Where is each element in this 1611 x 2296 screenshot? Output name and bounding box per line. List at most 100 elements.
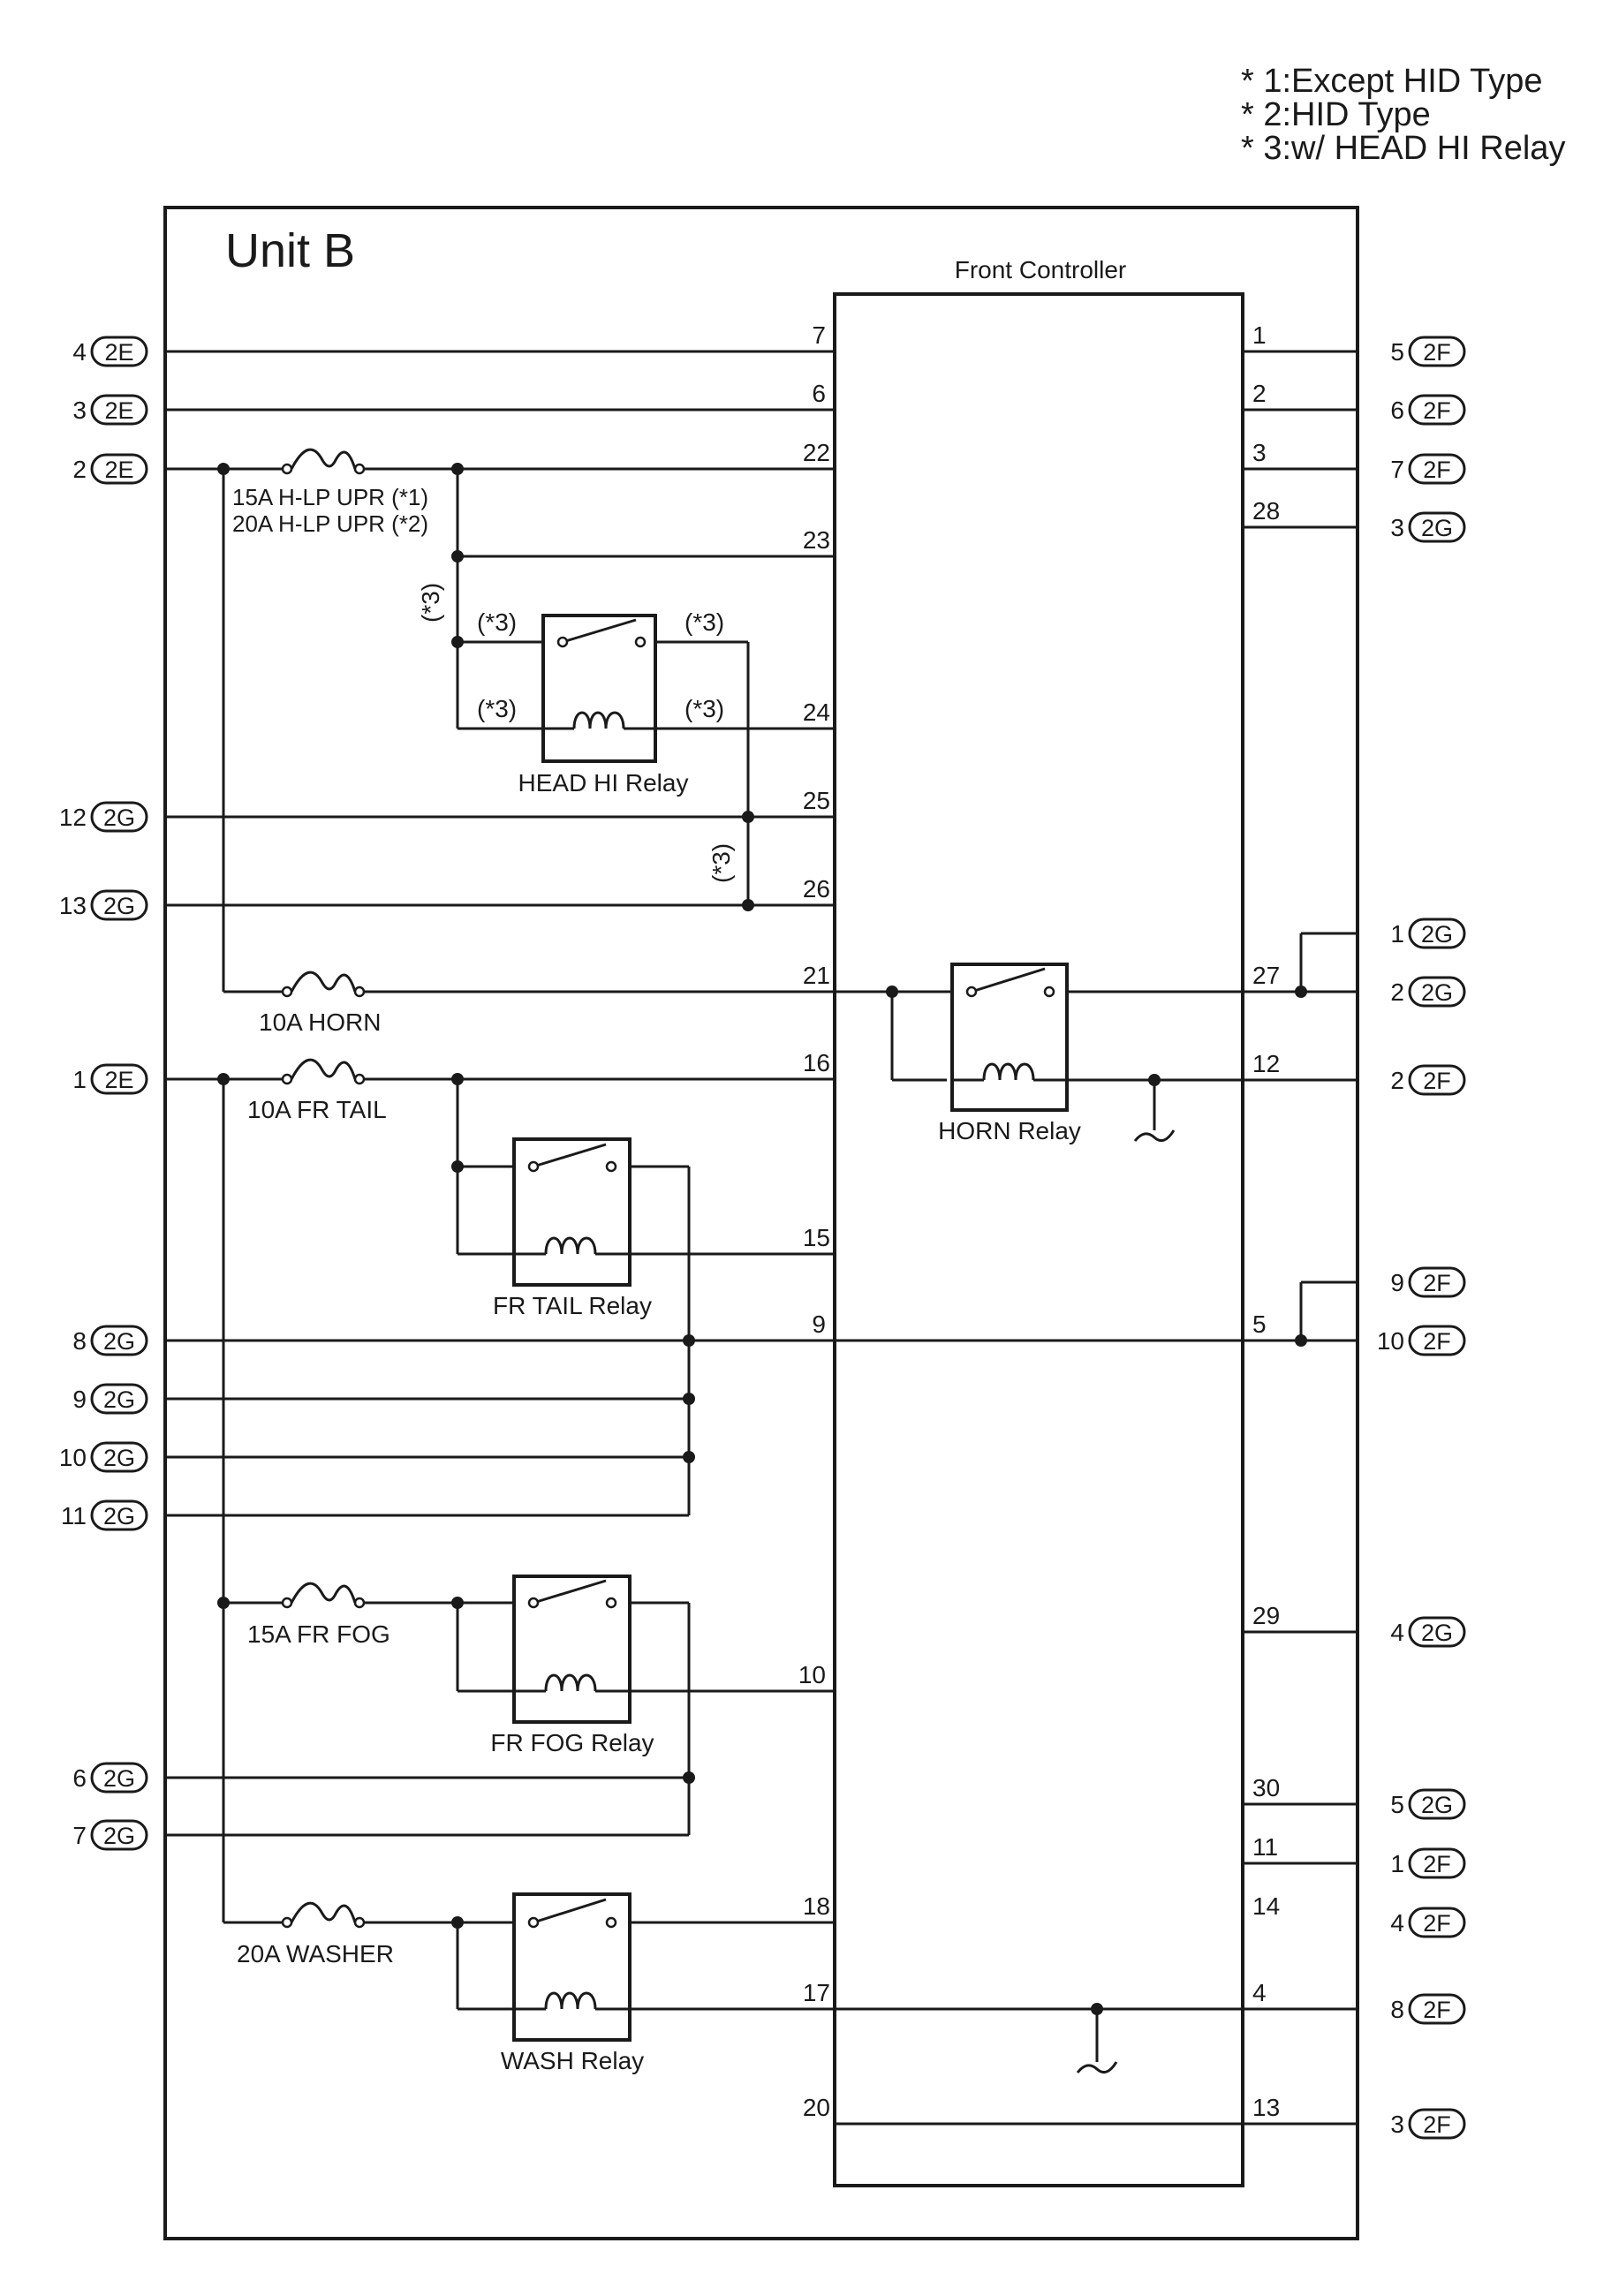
- star3-label: (*3): [477, 608, 517, 636]
- fuse-washer-symbol: [281, 1901, 366, 1929]
- junction-dot: [742, 811, 754, 823]
- connector-id: 2F: [1423, 1910, 1451, 1937]
- connector-id: 2G: [103, 804, 135, 831]
- pin-number: 28: [1252, 497, 1280, 525]
- junction-dot: [451, 636, 464, 648]
- connector-left-6: 8 2G: [72, 1325, 148, 1356]
- fr-tail-relay-label: FR TAIL Relay: [493, 1292, 652, 1319]
- fuse-hlp-upr-1-label: 15A H-LP UPR (*1): [232, 484, 428, 510]
- pin-number: 20: [803, 2094, 830, 2121]
- junction-dot: [451, 550, 464, 563]
- fuse-horn-label: 10A HORN: [259, 1008, 382, 1036]
- connector-id: 2F: [1423, 1328, 1451, 1355]
- junction-dot: [217, 1597, 230, 1609]
- connector-left-5: 1 2E: [72, 1063, 148, 1095]
- connector-pin-number: 9: [72, 1386, 87, 1413]
- connector-id: 2G: [103, 893, 135, 919]
- connector-right-4: 1 2G: [1390, 918, 1466, 949]
- connector-pin-number: 13: [59, 892, 87, 919]
- connector-id: 2G: [103, 1445, 135, 1471]
- connector-left-8: 10 2G: [59, 1441, 148, 1473]
- connector-pin-number: 8: [72, 1327, 87, 1355]
- right-connectors: 5 2F 6 2F 7 2F 3 2G 1 2G 2 2G: [1377, 336, 1466, 2140]
- fuse-fr-tail-symbol: [281, 1058, 366, 1085]
- connector-left-0: 4 2E: [72, 336, 148, 367]
- connector-id: 2G: [103, 1328, 135, 1355]
- horn-relay: HORN Relay: [938, 963, 1081, 1144]
- connector-id: 2G: [103, 1823, 135, 1849]
- connector-pin-number: 3: [1390, 2111, 1404, 2138]
- fuse-hlp-upr-symbol: [281, 448, 366, 475]
- fuse-hlp-upr-2-label: 20A H-LP UPR (*2): [232, 510, 428, 537]
- connector-pin-number: 3: [1390, 514, 1404, 541]
- fr-tail-relay: FR TAIL Relay: [493, 1137, 652, 1319]
- pin-number: 4: [1252, 1979, 1267, 2006]
- connector-id: 2E: [104, 339, 133, 366]
- connector-pin-number: 8: [1390, 1996, 1404, 2023]
- head-hi-relay: HEAD HI Relay: [518, 614, 688, 797]
- connector-left-10: 6 2G: [72, 1762, 148, 1794]
- connector-pin-number: 10: [1377, 1327, 1404, 1355]
- fr-fog-relay-label: FR FOG Relay: [490, 1729, 654, 1756]
- connector-right-6: 2 2F: [1390, 1064, 1466, 1096]
- connector-id: 2E: [104, 1067, 133, 1093]
- fuse-fr-fog-symbol: [281, 1582, 366, 1609]
- pin-number: 25: [803, 787, 830, 814]
- junction-dot: [451, 1916, 464, 1929]
- junction-dot: [1091, 2003, 1103, 2015]
- connector-id: 2G: [1421, 979, 1453, 1006]
- notes: * 1:Except HID Type * 2:HID Type * 3:w/ …: [1241, 63, 1565, 167]
- connector-pin-number: 9: [1390, 1269, 1404, 1296]
- connector-pin-number: 6: [1390, 397, 1404, 424]
- connector-right-12: 4 2F: [1390, 1907, 1466, 1938]
- connector-right-14: 3 2F: [1390, 2108, 1466, 2140]
- pin-number: 13: [1252, 2094, 1280, 2121]
- unit-title: Unit B: [225, 224, 355, 277]
- fuse-washer-label: 20A WASHER: [237, 1940, 394, 1967]
- connector-id: 2E: [104, 457, 133, 483]
- front-controller-box: [833, 292, 1244, 2187]
- connector-pin-number: 2: [72, 456, 87, 483]
- relays: HEAD HI Relay HORN Relay FR TAIL Relay: [490, 614, 1081, 2074]
- connector-right-3: 3 2G: [1390, 511, 1466, 543]
- junction-dot: [683, 1334, 695, 1347]
- pin-number: 1: [1252, 321, 1267, 349]
- junction-dot: [451, 1073, 464, 1085]
- connector-right-2: 7 2F: [1390, 453, 1466, 485]
- connector-pin-number: 4: [1390, 1619, 1404, 1646]
- junction-dot: [683, 1771, 695, 1784]
- connector-pin-number: 5: [1390, 338, 1404, 366]
- junction-dot: [451, 1160, 464, 1173]
- connector-right-9: 4 2G: [1390, 1616, 1466, 1648]
- controller-title: Front Controller: [955, 256, 1127, 283]
- connector-pin-number: 4: [1390, 1909, 1404, 1937]
- star3-label: (*3): [684, 695, 724, 722]
- junction-dot: [1295, 1334, 1307, 1347]
- connector-id: 2F: [1423, 2111, 1451, 2138]
- fr-fog-relay: FR FOG Relay: [490, 1575, 654, 1756]
- right-wiring: [1243, 350, 1358, 1865]
- connector-pin-number: 6: [72, 1764, 87, 1792]
- pin-number: 22: [803, 439, 830, 466]
- pin-number: 2: [1252, 380, 1267, 407]
- pin-number: 10: [798, 1661, 826, 1688]
- star3-label: (*3): [477, 695, 517, 722]
- junction-dot: [451, 1597, 464, 1609]
- connector-right-0: 5 2F: [1390, 336, 1466, 367]
- horn-relay-label: HORN Relay: [938, 1117, 1081, 1144]
- connector-pin-number: 4: [72, 338, 87, 366]
- junction-dot: [886, 986, 898, 998]
- connector-pin-number: 5: [1390, 1791, 1404, 1818]
- connector-right-13: 8 2F: [1390, 1993, 1466, 2025]
- connector-id: 2E: [104, 397, 133, 424]
- connector-pin-number: 2: [1390, 978, 1404, 1006]
- connector-left-9: 11 2G: [61, 1499, 148, 1531]
- pin-number: 7: [812, 321, 826, 349]
- connector-id: 2F: [1423, 1270, 1451, 1296]
- pin-number: 30: [1252, 1774, 1280, 1801]
- star3-label: (*3): [417, 583, 444, 623]
- connector-left-2: 2 2E: [72, 453, 148, 485]
- star3-label: (*3): [684, 608, 724, 636]
- fuse-fr-tail-label: 10A FR TAIL: [247, 1096, 387, 1123]
